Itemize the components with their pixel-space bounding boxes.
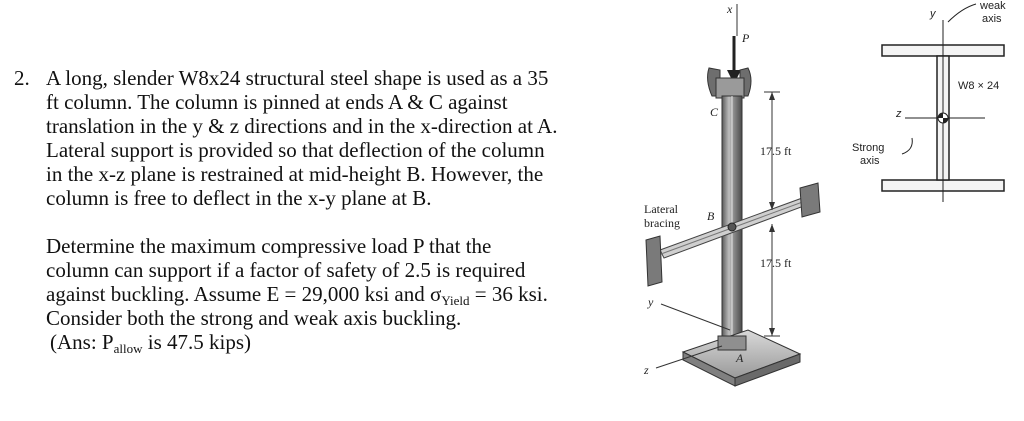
answer-subscript: allow <box>113 341 143 356</box>
text-line: translation in the y & z directions and … <box>46 114 558 138</box>
answer-line: (Ans: Pallow is 47.5 kips) <box>50 330 629 356</box>
dimension-upper-label: 17.5 ft <box>760 144 792 158</box>
text-line: column is free to deflect in the x-y pla… <box>46 186 432 210</box>
weak-axis-label-2: axis <box>982 13 1002 25</box>
dimension-upper <box>764 91 780 210</box>
load-p-label: P <box>742 31 750 45</box>
point-b-label: B <box>707 209 715 223</box>
answer-tail: is 47.5 kips) <box>142 330 252 354</box>
problem-number: 2. <box>14 66 30 90</box>
text-line: against buckling. Assume E = 29,000 ksi … <box>46 282 629 308</box>
dimension-lower <box>764 224 780 337</box>
strong-axis-label-2: axis <box>860 155 880 167</box>
section-z-label: z <box>896 108 902 120</box>
section-y-label: y <box>930 8 936 20</box>
text-line: A long, slender W8x24 structural steel s… <box>46 66 549 90</box>
text-segment: against buckling. Assume E = 29,000 ksi … <box>46 282 442 306</box>
text-line: Determine the maximum compressive load P… <box>46 234 492 258</box>
z-axis-label: z <box>644 363 649 377</box>
base-plate <box>681 329 802 387</box>
answer-prefix: (Ans: P <box>50 330 114 354</box>
weak-axis-label-1: weak <box>980 0 1006 12</box>
lateral-bracing <box>645 182 821 287</box>
top-pin-support <box>707 67 752 99</box>
text-line: ft column. The column is pinned at ends … <box>46 90 508 114</box>
point-c-label: C <box>710 105 719 119</box>
text-segment: = 36 ksi. <box>469 282 548 306</box>
text-line: Lateral support is provided so that defl… <box>46 138 545 162</box>
z-axis-line <box>655 345 723 369</box>
y-axis-line <box>660 303 731 331</box>
load-arrow <box>727 36 741 84</box>
shape-designation-label: W8 × 24 <box>958 80 1000 92</box>
sigma-subscript: Yield <box>441 293 470 308</box>
problem-statement: 2. A long, slender W8x24 structural stee… <box>14 66 629 356</box>
dimension-lower-label: 17.5 ft <box>760 256 792 270</box>
w-shape-cross-section <box>881 3 1005 202</box>
point-a-label: A <box>736 351 744 365</box>
problem-paragraph-1: A long, slender W8x24 structural steel s… <box>46 66 629 210</box>
x-axis-label: x <box>727 2 733 16</box>
text-line: in the x-z plane is restrained at mid-he… <box>46 162 544 186</box>
text-line: column can support if a factor of safety… <box>46 258 526 282</box>
lateral-bracing-label-1: Lateral <box>644 202 678 216</box>
problem-paragraph-2: Determine the maximum compressive load P… <box>46 234 629 356</box>
text-line: Consider both the strong and weak axis b… <box>46 306 462 330</box>
y-axis-label: y <box>648 295 654 309</box>
lateral-bracing-label-2: bracing <box>644 216 680 230</box>
strong-axis-label-1: Strong <box>852 142 885 154</box>
